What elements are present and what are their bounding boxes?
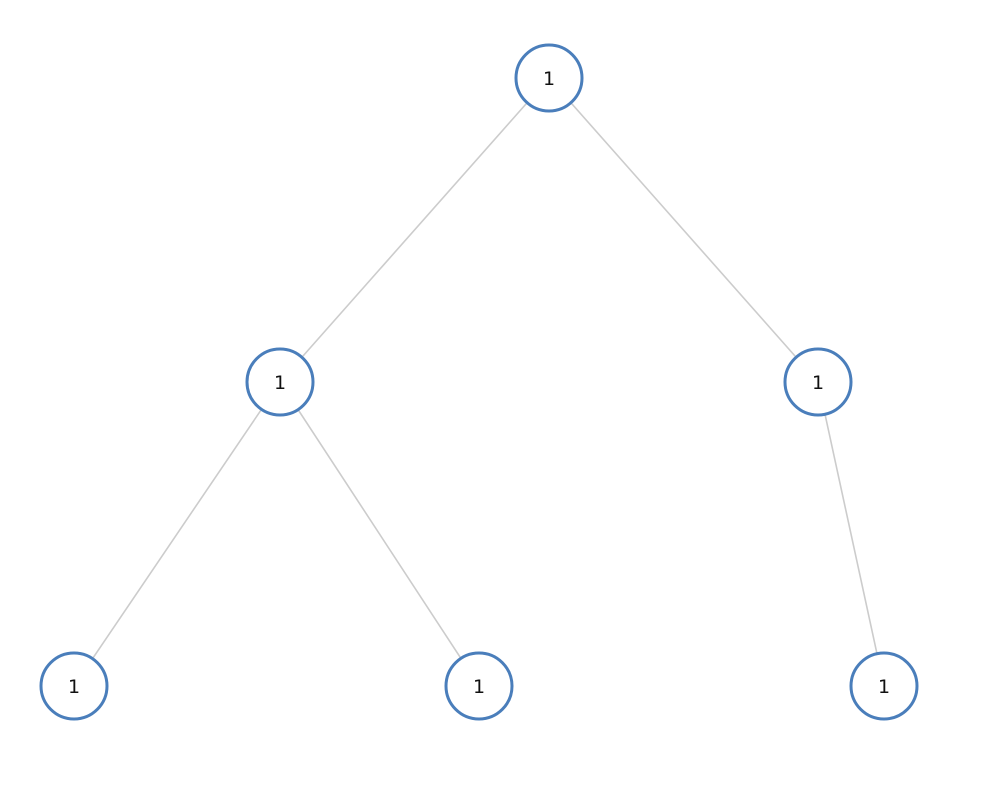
node-circle-leaf-left[interactable] [39,651,109,721]
edge-left-mid-leaf-left [73,381,281,687]
edge-left-mid-leaf-mid [279,381,480,687]
edge-right-mid-leaf-right [817,381,885,687]
node-left-mid[interactable]: 1 [245,347,315,417]
node-circle-leaf-right[interactable] [849,651,919,721]
node-leaf-mid[interactable]: 1 [444,651,514,721]
node-circle-right-mid[interactable] [783,347,853,417]
node-right-mid[interactable]: 1 [783,347,853,417]
node-circle-left-mid[interactable] [245,347,315,417]
edge-root-left-mid [279,77,550,383]
node-circle-leaf-mid[interactable] [444,651,514,721]
edges-layer [73,77,885,687]
node-leaf-right[interactable]: 1 [849,651,919,721]
node-leaf-left[interactable]: 1 [39,651,109,721]
node-root[interactable]: 1 [514,43,584,113]
edge-root-right-mid [548,77,819,383]
node-circle-root[interactable] [514,43,584,113]
nodes-layer: 1 1 1 1 1 1 [39,43,919,721]
